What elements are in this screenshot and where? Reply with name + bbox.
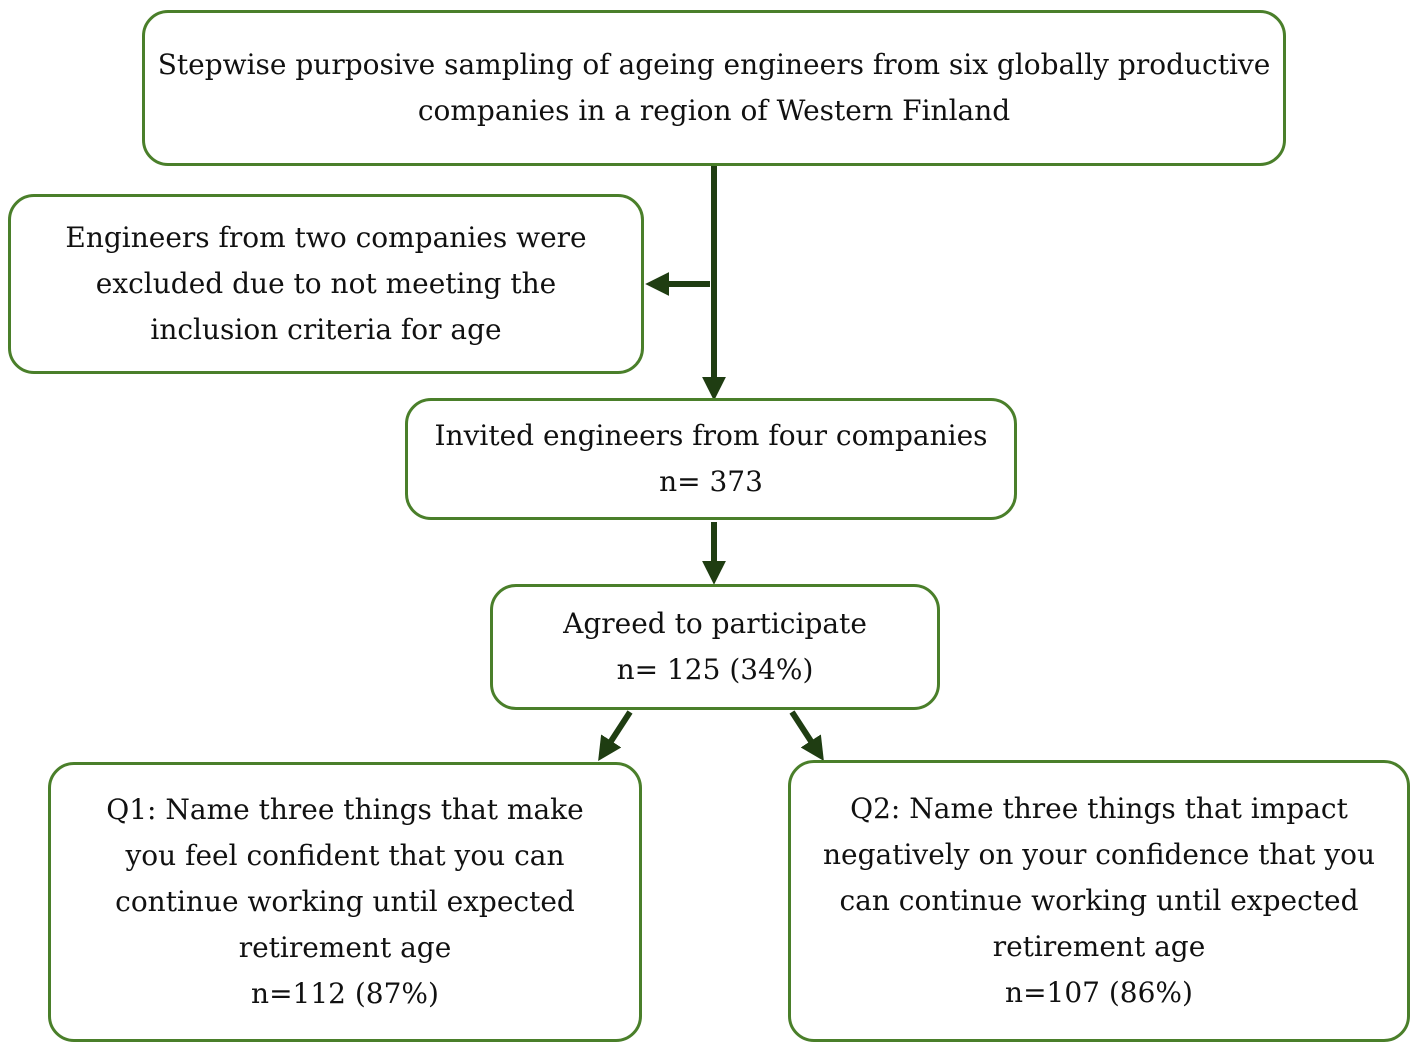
invited-line-1: Invited engineers from four companies [434,419,988,452]
sampling-box: Stepwise purposive sampling of ageing en… [142,10,1286,166]
invited-count: n= 373 [659,465,763,498]
arrow-agreed-to-q1 [598,710,633,762]
q1-line-1: Q1: Name three things that make [106,793,584,826]
q2-line-4: retirement age [992,930,1206,963]
q2-count: n=107 (86%) [1005,976,1193,1009]
sampling-line-2: companies in a region of Western Finland [417,94,1011,127]
q1-line-2: you feel confident that you can [125,839,565,872]
excluded-line-3: inclusion criteria for age [150,313,502,346]
q2-line-1: Q2: Name three things that impact [850,792,1348,825]
excluded-line-2: excluded due to not meeting the [95,267,557,300]
q1-line-4: retirement age [238,931,452,964]
q2-line-2: negatively on your confidence that you [822,838,1376,871]
agreed-count: n= 125 (34%) [616,653,814,686]
q2-box: Q2: Name three things that impact negati… [788,760,1410,1042]
excluded-line-1: Engineers from two companies were [65,221,587,254]
q1-count: n=112 (87%) [251,977,439,1010]
q2-line-3: can continue working until expected [839,884,1359,917]
arrow-agreed-to-q2 [789,710,824,762]
sampling-line-1: Stepwise purposive sampling of ageing en… [157,48,1271,81]
excluded-box: Engineers from two companies were exclud… [8,194,644,374]
agreed-line-1: Agreed to participate [563,607,867,640]
q1-line-3: continue working until expected [115,885,575,918]
invited-box: Invited engineers from four companies n=… [405,398,1017,520]
q1-box: Q1: Name three things that make you feel… [48,762,642,1042]
agreed-box: Agreed to participate n= 125 (34%) [490,584,940,710]
